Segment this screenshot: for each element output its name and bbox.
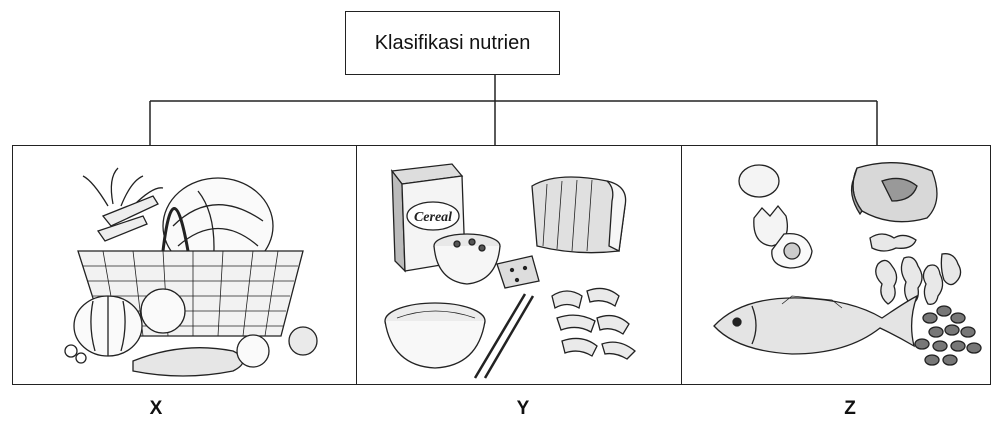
cracked-egg-icon — [754, 206, 812, 268]
rice-bowl-icon — [385, 303, 485, 368]
peanuts-icon — [870, 234, 961, 304]
label-x: X — [136, 398, 176, 420]
root-node: Klasifikasi nutrien — [345, 11, 560, 75]
beans-icon — [915, 306, 981, 365]
cracker-icon — [497, 256, 539, 288]
cereal-bowl-icon — [434, 234, 500, 284]
chopsticks-icon — [475, 294, 533, 378]
bread-icon — [532, 177, 626, 253]
protein-foods — [682, 146, 991, 385]
meat-steak-icon — [852, 163, 937, 222]
pasta-icon — [552, 288, 635, 359]
label-y: Y — [503, 398, 543, 420]
panel-x — [12, 145, 358, 385]
egg-icon — [739, 165, 779, 197]
panel-y: Cereal — [356, 145, 683, 385]
panel-z — [681, 145, 991, 385]
fish-icon — [714, 296, 917, 354]
carbohydrate-foods: Cereal — [357, 146, 683, 385]
label-z: Z — [830, 398, 870, 420]
cereal-box-text: Cereal — [414, 210, 452, 225]
root-label: Klasifikasi nutrien — [375, 32, 531, 55]
vegetable-basket-icon — [13, 146, 358, 385]
